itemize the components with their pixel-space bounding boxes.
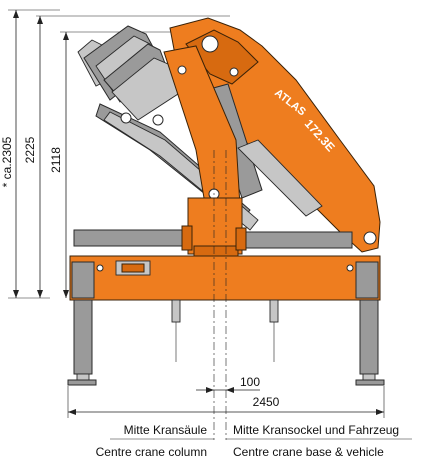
centre-base-label-en: Centre crane base & vehicle	[233, 445, 384, 459]
height-2225-label: 2225	[23, 136, 37, 163]
dimension-height-total: * ca.2305	[0, 9, 60, 299]
mounting-brackets	[171, 299, 279, 362]
dimension-offset-100: 100	[196, 375, 260, 393]
transverse-rods	[73, 225, 353, 251]
centre-column-label-en: Centre crane column	[95, 445, 207, 459]
height-total-label: * ca.2305	[0, 136, 14, 187]
crane-column	[187, 197, 243, 261]
centre-lines	[213, 150, 227, 440]
width-2450-label: 2450	[253, 395, 280, 409]
dimension-width-2450: 2450	[67, 386, 385, 418]
stabilizer-leg-left	[67, 299, 97, 386]
stabilizer-leg-right	[355, 299, 385, 386]
crane-base-frame	[69, 255, 381, 301]
dimension-height-2225: 2225	[23, 15, 230, 298]
centre-column-label-de: Mitte Kransäule	[123, 423, 207, 437]
offset-100-label: 100	[240, 375, 260, 389]
centre-base-label-de: Mitte Kransockel und Fahrzeug	[233, 423, 400, 437]
height-2118-label: 2118	[49, 147, 63, 173]
